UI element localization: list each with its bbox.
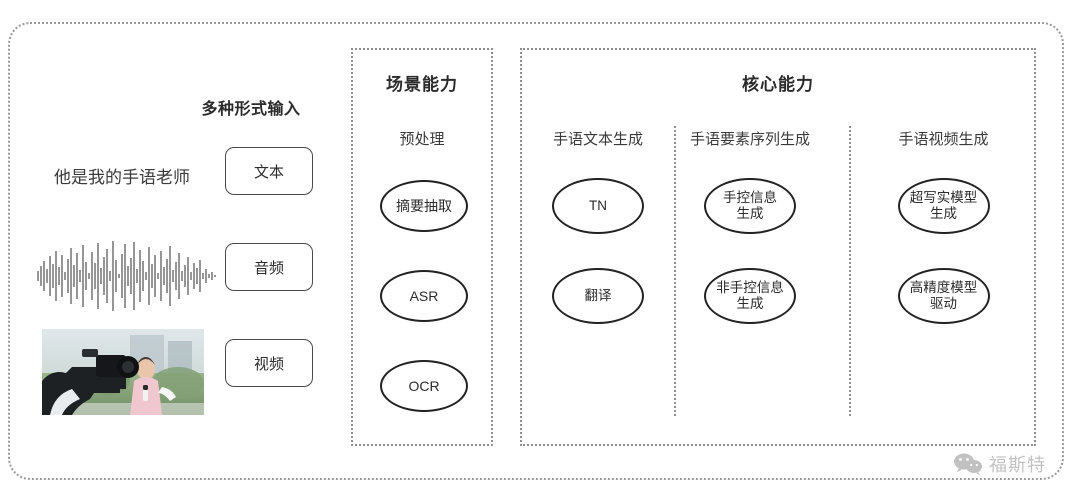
core-column-sign-video-generation: 手语视频生成 超写实模型生成 高精度模型驱动 [849, 128, 1038, 428]
multi-input-heading: 多种形式输入 [201, 101, 301, 118]
input-row-video: 视频 [28, 329, 328, 417]
watermark-text: 福斯特 [989, 455, 1046, 475]
input-type-chip-video[interactable]: 视频 [225, 339, 313, 387]
scene-node-asr[interactable]: ASR [380, 270, 468, 322]
wechat-icon [953, 453, 983, 475]
scene-node-ocr[interactable]: OCR [380, 360, 468, 412]
core-column-divider-1 [674, 126, 676, 416]
text-sample: 他是我的手语老师 [54, 168, 190, 187]
input-row-text: 他是我的手语老师 文本 [28, 139, 328, 225]
core-column-title-3: 手语视频生成 [898, 131, 989, 148]
core-column-divider-2 [849, 126, 851, 416]
watermark: 福斯特 [953, 451, 1046, 477]
core-capability-title: 核心能力 [742, 75, 814, 94]
scene-capability-subtitle: 预处理 [399, 131, 445, 148]
input-row-audio: 音频 [28, 235, 328, 321]
core-column-title-2: 手语要素序列生成 [689, 131, 810, 148]
core-column-sign-element-sequence: 手语要素序列生成 手控信息生成 非手控信息生成 [674, 128, 826, 428]
core-column-title-1: 手语文本生成 [552, 131, 643, 148]
input-panel: 多种形式输入 他是我的手语老师 文本 [28, 95, 328, 425]
input-type-chip-text[interactable]: 文本 [225, 147, 313, 195]
core-node-translation[interactable]: 翻译 [552, 268, 644, 324]
core-node-non-manual-info-generation[interactable]: 非手控信息生成 [704, 268, 796, 324]
core-capability-box: 核心能力 手语文本生成 TN 翻译 手语要素序列生成 手控信息生成 非手控信息生… [520, 48, 1036, 446]
input-type-chip-audio[interactable]: 音频 [225, 243, 313, 291]
scene-capability-box: 场景能力 预处理 摘要抽取 ASR OCR [351, 48, 493, 446]
core-column-sign-text-generation: 手语文本生成 TN 翻译 [522, 128, 674, 428]
core-node-hyperrealistic-model-generation[interactable]: 超写实模型生成 [897, 178, 990, 234]
diagram-outer-frame [8, 22, 1064, 480]
scene-node-summary-extraction[interactable]: 摘要抽取 [380, 180, 468, 232]
core-node-high-precision-model-driving[interactable]: 高精度模型驱动 [897, 268, 990, 324]
scene-capability-title: 场景能力 [386, 75, 458, 94]
core-node-manual-info-generation[interactable]: 手控信息生成 [704, 178, 796, 234]
video-thumbnail [42, 329, 204, 415]
core-node-tn[interactable]: TN [552, 178, 644, 234]
audio-waveform [32, 239, 218, 313]
